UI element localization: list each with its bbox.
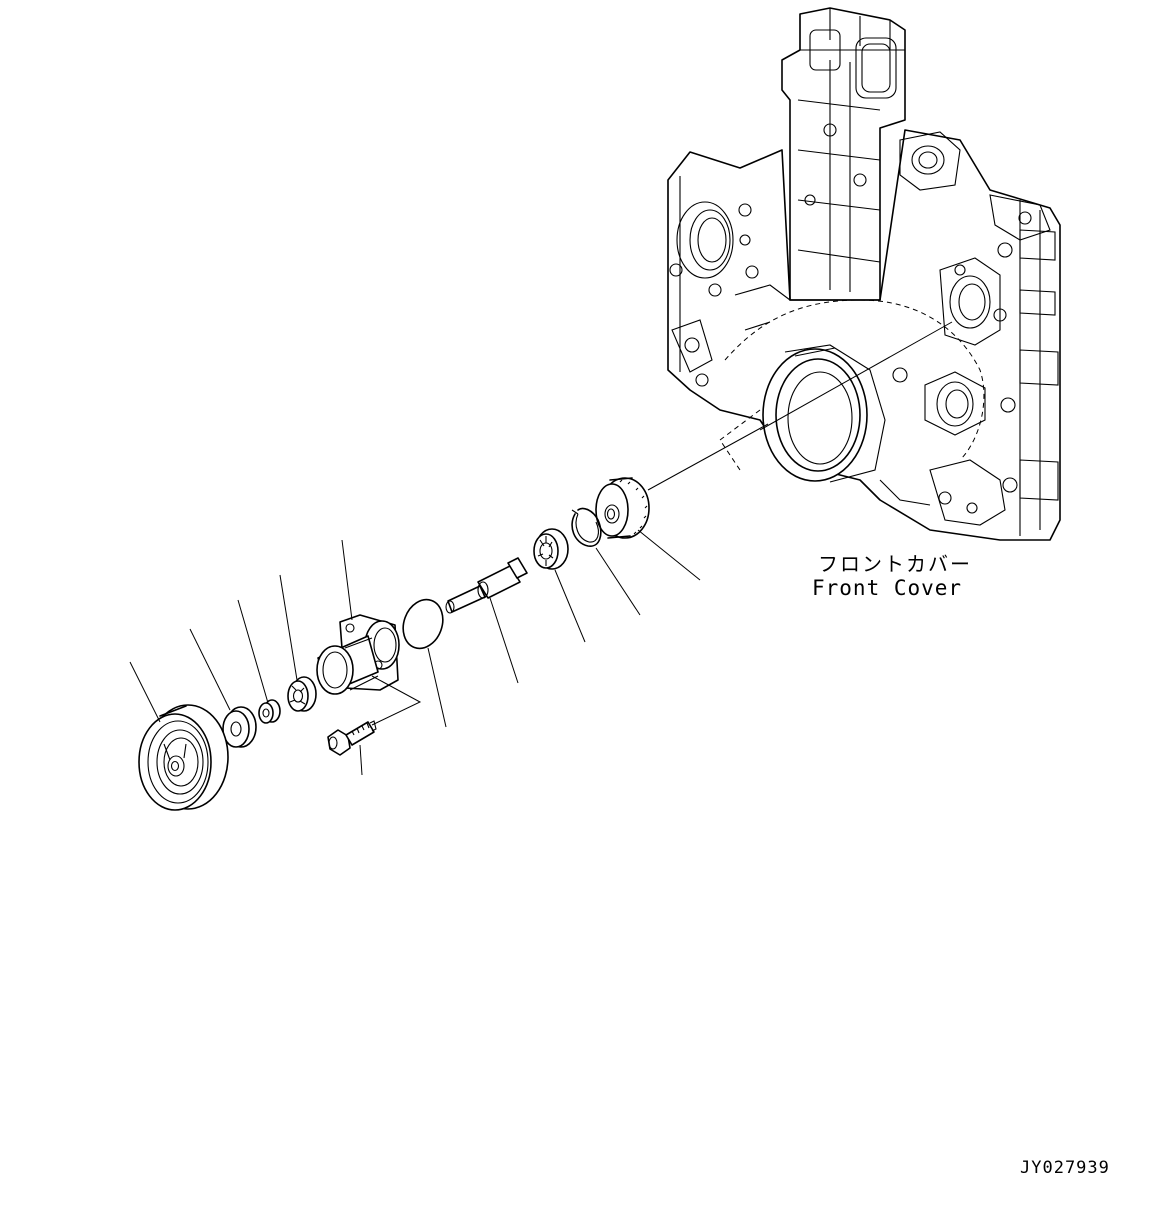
shaft bbox=[445, 557, 528, 614]
front-cover-label-jp: フロントカバー bbox=[818, 552, 972, 576]
leader-lines bbox=[129, 529, 701, 776]
bearing-inner bbox=[287, 676, 317, 712]
o-ring bbox=[402, 598, 444, 650]
bolt bbox=[327, 720, 377, 756]
bearing bbox=[533, 528, 569, 570]
spacer bbox=[258, 699, 281, 724]
front-cover-label-en: Front Cover bbox=[812, 576, 963, 600]
washer bbox=[222, 706, 257, 748]
front-cover-housing bbox=[667, 7, 1061, 541]
assembly-axis-lines bbox=[371, 321, 953, 726]
pulley bbox=[138, 704, 229, 811]
drawing-number: JY027939 bbox=[1020, 1158, 1110, 1178]
snap-ring bbox=[571, 507, 602, 547]
gear bbox=[595, 477, 650, 539]
idler-housing bbox=[316, 614, 400, 695]
